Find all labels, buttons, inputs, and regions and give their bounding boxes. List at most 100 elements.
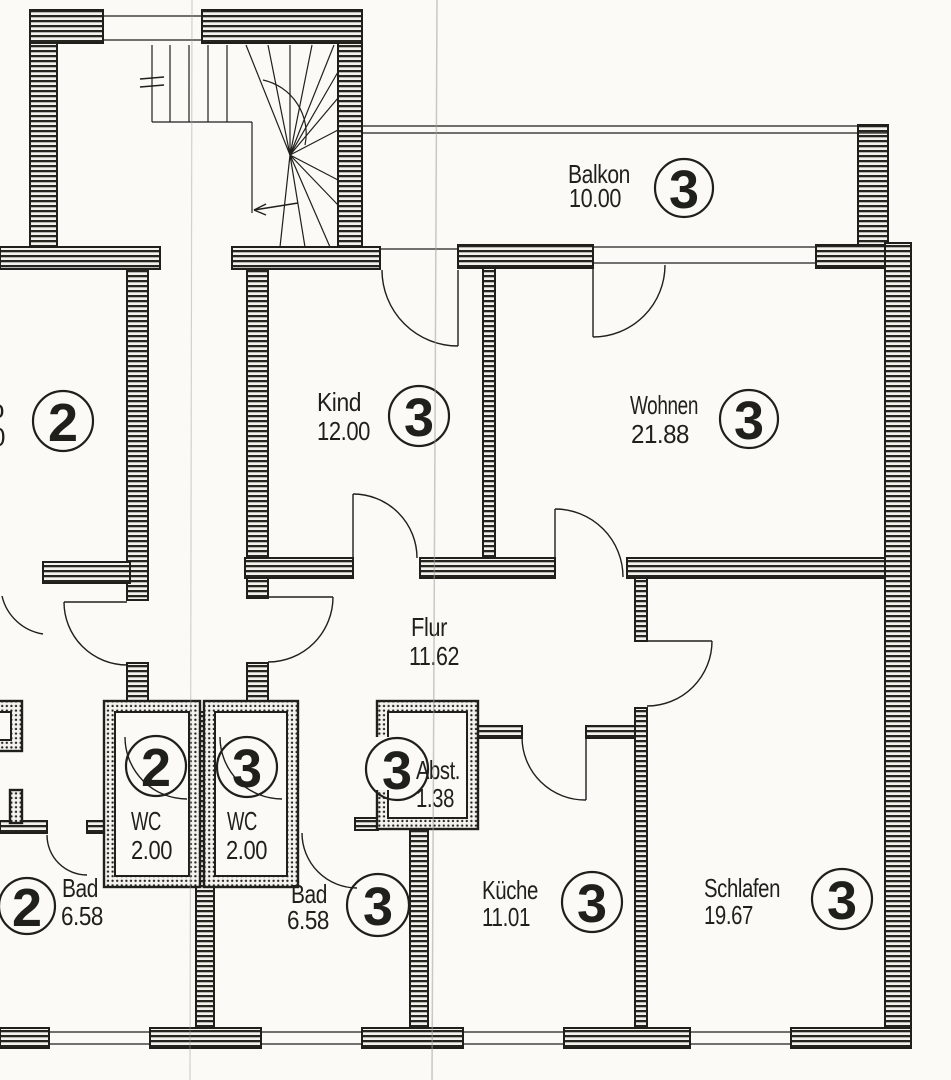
room-label-wohnen: Wohnen 21.88 bbox=[630, 390, 699, 449]
wall-stairwell-bottom bbox=[231, 246, 381, 270]
room-label-bad-right: Bad 6.58 bbox=[287, 879, 330, 935]
unit-badge-number: 3 bbox=[404, 388, 434, 448]
walls bbox=[0, 9, 912, 1049]
partition-apt2-abst-fragment-inner bbox=[0, 711, 12, 741]
unit-badge-wc-right: 3 bbox=[215, 735, 279, 799]
scan-creases bbox=[189, 0, 438, 1080]
door-wc-right bbox=[219, 736, 283, 800]
room-area: 11.01 bbox=[482, 902, 530, 932]
room-name: Abst. bbox=[416, 755, 460, 785]
door-wc-left bbox=[124, 736, 188, 800]
window-wohnen-balkon bbox=[593, 246, 817, 264]
unit-badge-circle bbox=[810, 867, 874, 931]
wall-wohnen-top bbox=[457, 244, 594, 269]
unit-badge-abst: 3 bbox=[364, 736, 430, 802]
door-bad-left bbox=[46, 834, 88, 876]
wall-bottom-a bbox=[0, 1027, 50, 1049]
room-name: Balkon bbox=[568, 159, 630, 189]
wall-bottom-b bbox=[149, 1027, 262, 1049]
unit-badge-schlafen: 3 bbox=[810, 867, 874, 931]
unit-badge-kueche: 3 bbox=[560, 870, 624, 934]
wall-bottom-e bbox=[790, 1027, 912, 1049]
room-label-schlafen: Schlafen 19.67 bbox=[704, 873, 781, 930]
wall-bottom-d bbox=[563, 1027, 691, 1049]
unit-badge-circle bbox=[345, 872, 411, 938]
stair-direction-arrow bbox=[253, 202, 299, 216]
unit-badge-number: 2 bbox=[12, 878, 42, 938]
unit-badge-circle bbox=[364, 736, 430, 802]
unit-badge-circle bbox=[31, 389, 95, 453]
unit-badge-number: 3 bbox=[577, 874, 607, 934]
wall-flur-top-c bbox=[626, 557, 886, 579]
balkon-edge-lines bbox=[361, 125, 888, 250]
unit-badge-circle bbox=[653, 157, 715, 219]
wall-right-outer bbox=[884, 242, 912, 1049]
wall-bad2-top-a bbox=[0, 820, 48, 834]
room-label-balkon: Balkon 10.00 bbox=[568, 159, 631, 213]
door-kind-flur bbox=[352, 493, 418, 559]
wall-balkon-pier bbox=[857, 124, 889, 246]
unit-badge-circle bbox=[0, 876, 57, 936]
stair-winders bbox=[245, 44, 339, 248]
wall-schlafen-left-a bbox=[634, 577, 648, 642]
scan-crease bbox=[189, 0, 193, 1080]
room-name: Küche bbox=[482, 875, 538, 905]
stair-well-curve bbox=[262, 79, 307, 146]
unit-badge-circle bbox=[215, 735, 279, 799]
wall-kueche-top-b bbox=[585, 725, 636, 739]
room-label-left-edge-fragment: o 0 bbox=[0, 394, 6, 452]
unit-badge-number: 3 bbox=[363, 877, 393, 937]
unit-badge-number: 3 bbox=[669, 160, 699, 220]
room-area: 6.58 bbox=[287, 905, 329, 935]
unit-badge-left-room: 2 bbox=[31, 389, 95, 453]
room-name: WC bbox=[227, 806, 257, 836]
stair-section-tick bbox=[139, 76, 165, 88]
room-area: 12.00 bbox=[317, 416, 370, 446]
unit-badge-balkon: 3 bbox=[653, 157, 715, 220]
room-label-bad-left: Bad 6.58 bbox=[61, 873, 104, 931]
room-label-wc-left: WC 2.00 bbox=[131, 806, 173, 865]
unit-badge-number: 2 bbox=[141, 738, 171, 798]
window-schlafen bbox=[690, 1031, 791, 1045]
partition-apt2-stub bbox=[8, 788, 24, 825]
room-label-abst: Abst. 1.38 bbox=[416, 755, 461, 813]
unit-badge-wc-left: 2 bbox=[124, 734, 188, 798]
door-wohnen-balkon bbox=[592, 264, 666, 338]
wall-apt2-room-bottom bbox=[42, 561, 131, 584]
windows bbox=[49, 15, 888, 1045]
door-kind-balkon bbox=[381, 269, 459, 347]
wall-party-left-upper bbox=[126, 268, 149, 601]
window-bad-left bbox=[49, 1031, 150, 1045]
room-area: 21.88 bbox=[631, 419, 689, 449]
wall-apt2-top bbox=[0, 246, 161, 270]
wall-flur-top-b bbox=[419, 557, 556, 579]
room-area: 19.67 bbox=[704, 900, 753, 930]
unit-badge-circle bbox=[124, 734, 188, 798]
partition-wc-left-inner bbox=[114, 711, 190, 877]
room-label-wc-right: WC 2.00 bbox=[226, 806, 268, 865]
wall-bad3-top bbox=[354, 817, 379, 831]
wall-flur-top-a bbox=[244, 557, 354, 579]
wall-stairwell-top-right bbox=[201, 9, 363, 44]
wall-bad3-kueche bbox=[409, 828, 429, 1029]
room-area: 6.58 bbox=[61, 901, 103, 931]
room-name: Kind bbox=[317, 387, 361, 417]
room-name: Schlafen bbox=[704, 873, 780, 903]
unit-badge-number: 3 bbox=[827, 871, 857, 931]
staircase bbox=[139, 44, 339, 248]
wall-party-right-upper bbox=[246, 268, 269, 599]
door-kueche bbox=[521, 733, 587, 801]
room-name: Bad bbox=[291, 879, 327, 909]
wall-stairwell-left bbox=[29, 9, 58, 248]
unit-badge-number: 3 bbox=[734, 391, 764, 451]
cut-label-fragment: o bbox=[0, 394, 4, 424]
unit-badge-wohnen: 3 bbox=[718, 388, 780, 451]
scan-crease bbox=[431, 0, 438, 1080]
room-label-kind: Kind 12.00 bbox=[317, 387, 371, 446]
door-apt2-room bbox=[1, 595, 44, 635]
unit-badge-circle bbox=[560, 870, 624, 934]
room-label-kueche: Küche 11.01 bbox=[482, 875, 539, 932]
unit-badge-number: 3 bbox=[232, 739, 262, 799]
